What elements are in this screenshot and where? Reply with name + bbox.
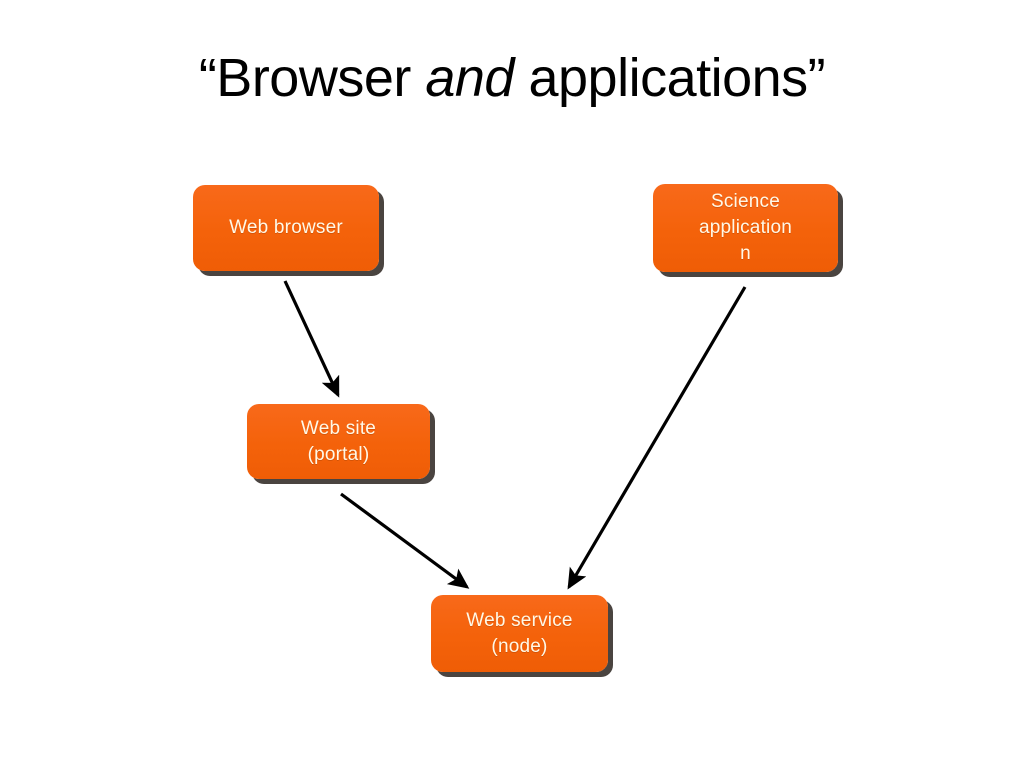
page-title-prefix: “Browser [198, 48, 426, 108]
node-web-service-node-label: Web service (node) [466, 609, 573, 657]
node-science-application[interactable]: Science application n [653, 184, 838, 272]
slide-footer: VAMDC Virtual Atomic and Molecular Data … [0, 718, 1024, 768]
node-science-application-label: Science application n [698, 191, 793, 264]
node-web-browser[interactable]: Web browser [193, 185, 379, 271]
node-web-site-portal[interactable]: Web site (portal) [247, 404, 430, 479]
node-web-site-portal-label: Web site (portal) [300, 417, 377, 465]
arrow-application-to-service [567, 286, 747, 590]
page-title-emphasis: and [425, 48, 514, 108]
page-title: “Browser and applications” [0, 48, 1024, 108]
arrow-browser-to-site [283, 280, 340, 398]
node-web-browser-label: Web browser [229, 217, 343, 238]
node-web-service-node[interactable]: Web service (node) [431, 595, 608, 672]
page-title-suffix: applications” [513, 48, 826, 108]
arrow-site-to-service [340, 492, 470, 589]
